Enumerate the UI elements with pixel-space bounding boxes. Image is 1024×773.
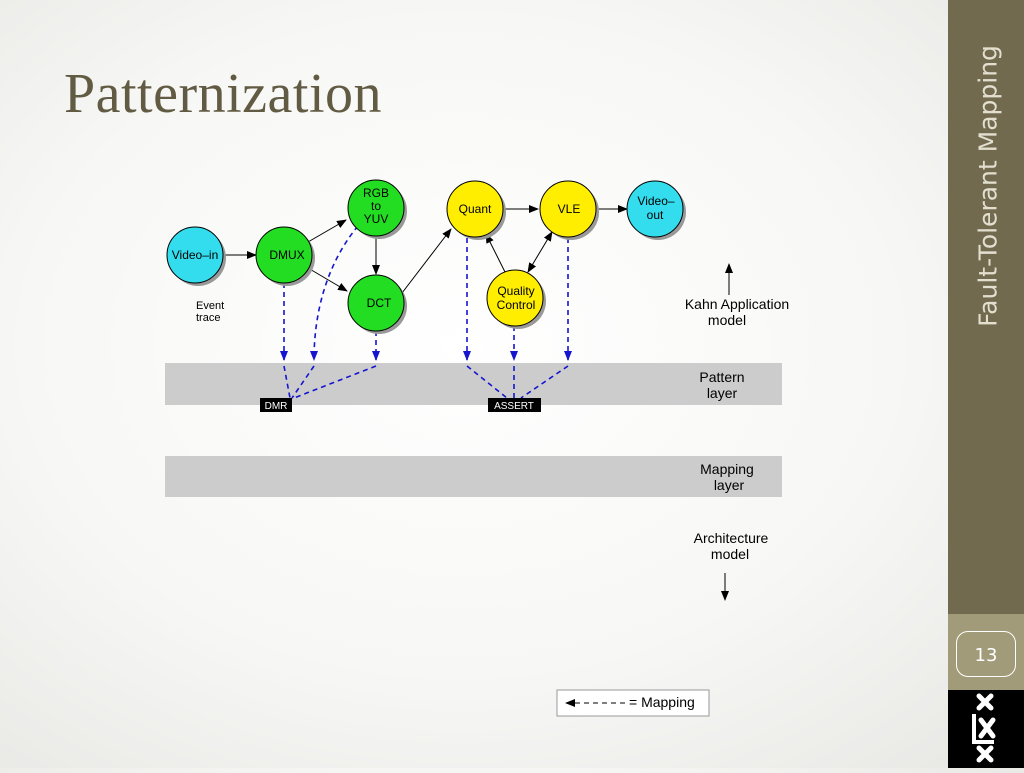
- node-rgb-to-yuv: [347, 179, 405, 237]
- assert-tag-label: ASSERT: [494, 401, 534, 412]
- dmr-link-left: [283, 365, 291, 399]
- architecture-model-line2: model: [711, 546, 749, 562]
- pattern-layer-line1: Pattern: [699, 369, 744, 385]
- assert-tag: [488, 398, 541, 412]
- legend-label: = Mapping: [629, 694, 695, 710]
- dmr-link-mid: [291, 365, 315, 399]
- edge-dct-quant: [401, 228, 452, 294]
- kahn-model-line2: model: [708, 312, 746, 328]
- pattern-layer-band: [165, 363, 782, 405]
- node-dmux: [255, 226, 313, 284]
- label-dct: DCT: [367, 296, 392, 310]
- node-vle: [539, 180, 597, 238]
- label-video-out-line1: Video–: [637, 194, 674, 208]
- kahn-model-line1: Kahn Application: [685, 296, 789, 312]
- label-rgb-line3: YUV: [364, 212, 389, 226]
- mapping-layer-band: [165, 456, 782, 497]
- mapping-arrows: [280, 225, 572, 399]
- edge-dmux-rgb: [307, 219, 347, 243]
- label-rgb-line1: RGB: [363, 186, 389, 200]
- process-edges: [223, 205, 733, 601]
- patternization-diagram: Video–in DMUX RGB to YUV DCT Quant VLE V…: [165, 179, 789, 717]
- label-vle: VLE: [558, 202, 581, 216]
- label-quant: Quant: [459, 202, 492, 216]
- university-logo: [948, 690, 1024, 768]
- uva-logo-icon: [972, 693, 996, 763]
- edge-dmux-dct: [307, 267, 348, 292]
- architecture-model-line1: Architecture: [694, 530, 769, 546]
- node-quality-control: [486, 269, 544, 327]
- node-quant: [446, 180, 504, 238]
- dmr-link-right: [293, 365, 377, 399]
- slide-title: Patternization: [64, 63, 383, 125]
- dmr-tag-label: DMR: [265, 401, 288, 412]
- label-video-in: Video–in: [172, 248, 219, 262]
- node-video-out: [626, 180, 684, 238]
- label-quality-line1: Quality: [497, 284, 534, 298]
- page-number: 13: [974, 645, 998, 666]
- mapping-arrow-rgb: [310, 225, 359, 361]
- label-dmux: DMUX: [269, 248, 304, 262]
- edge-quality-vle: [527, 231, 553, 273]
- sidebar-heading: Fault-Tolerant Mapping: [973, 45, 1003, 327]
- mapping-layer-line2: layer: [714, 477, 745, 493]
- label-rgb-line2: to: [371, 199, 381, 213]
- node-video-in: [166, 226, 224, 284]
- edge-quality-quant: [485, 233, 506, 273]
- legend-box: [556, 689, 710, 717]
- page-number-box: [948, 614, 1024, 690]
- mapping-layer-line1: Mapping: [700, 461, 754, 477]
- process-nodes: [166, 179, 686, 334]
- label-video-out-line2: out: [647, 208, 664, 222]
- assert-link-right: [520, 365, 569, 399]
- page-number-bracket: [956, 631, 1016, 677]
- dmr-tag: [260, 398, 292, 412]
- pattern-layer-line2: layer: [707, 385, 738, 401]
- node-dct: [347, 274, 405, 332]
- event-trace-line2: trace: [196, 312, 220, 324]
- event-trace-line1: Event: [196, 300, 224, 312]
- label-quality-line2: Control: [497, 298, 536, 312]
